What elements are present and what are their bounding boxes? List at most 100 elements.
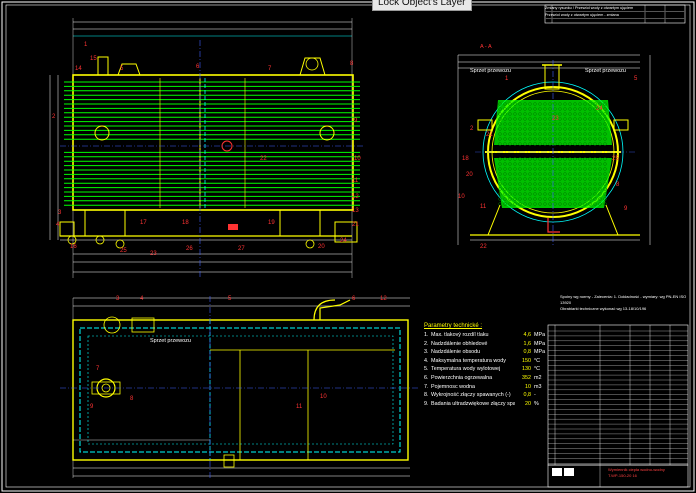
param-number: 8. bbox=[424, 392, 429, 399]
elevation-callout-25: 25 bbox=[120, 248, 127, 254]
elevation-callout-16: 16 bbox=[70, 244, 77, 250]
param-value: 4,6 bbox=[523, 332, 532, 338]
section-callout-8: 8 bbox=[616, 182, 620, 188]
param-label: Nadzdálenie obsodu bbox=[431, 349, 481, 356]
param-label: Wykrojność złączy spawanych (-) bbox=[431, 392, 511, 399]
elevation-callout-26: 26 bbox=[186, 246, 193, 252]
zone-label: Sprzet przewozu bbox=[150, 338, 191, 344]
param-unit: m2 bbox=[534, 374, 542, 381]
elevation-callout-6: 6 bbox=[196, 64, 200, 70]
plan-callout-11: 11 bbox=[296, 404, 303, 410]
elevation-callout-2: 2 bbox=[52, 114, 56, 120]
elevation-callout-17: 17 bbox=[140, 220, 147, 226]
param-unit: MPa bbox=[534, 340, 546, 347]
plan-callout-3: 3 bbox=[116, 296, 120, 302]
plan-callout-6: 6 bbox=[352, 296, 356, 302]
section-callout-11: 11 bbox=[480, 204, 487, 210]
elevation-view[interactable] bbox=[49, 18, 365, 278]
elevation-callout-24: 24 bbox=[340, 238, 347, 244]
elevation-callout-10: 10 bbox=[354, 156, 361, 162]
param-number: 6. bbox=[424, 374, 429, 381]
param-number: 1. bbox=[424, 332, 429, 338]
plan-callout-7: 7 bbox=[96, 366, 100, 372]
elevation-callout-18: 18 bbox=[182, 220, 189, 226]
section-aa-title: A - A bbox=[480, 44, 492, 50]
param-value: 0,8 bbox=[523, 392, 532, 399]
elevation-callout-3: 3 bbox=[58, 210, 62, 216]
section-callout-10: 10 bbox=[458, 194, 465, 200]
param-row: 9.Badania ultradzwiękowe złączy spaw.20% bbox=[424, 400, 550, 409]
plan-callout-4: 4 bbox=[140, 296, 144, 302]
param-unit: MPa bbox=[534, 332, 546, 338]
parts-list-table[interactable] bbox=[547, 324, 689, 466]
drawing-name: Wymiennik ciepła wodno-wodny bbox=[608, 467, 665, 472]
elevation-callout-14: 14 bbox=[75, 66, 82, 72]
elevation-callout-9: 9 bbox=[354, 118, 358, 124]
title-block-bottom bbox=[547, 464, 689, 488]
param-value: 0,8 bbox=[523, 349, 532, 356]
zone-label: Sprzet przewozu bbox=[585, 68, 626, 74]
zone-label: Sprzet przewozu bbox=[470, 68, 511, 74]
elevation-callout-20: 20 bbox=[318, 244, 325, 250]
plan-callout-12: 12 bbox=[380, 296, 387, 302]
section-callout-9: 9 bbox=[624, 206, 628, 212]
param-number: 4. bbox=[424, 357, 429, 364]
section-callout-22: 22 bbox=[480, 244, 487, 250]
params-title: Parametry technické : bbox=[424, 323, 483, 329]
revision-table bbox=[544, 4, 686, 24]
section-callout-1: 1 bbox=[505, 76, 509, 82]
drawing-notes: Spoiny wg normy - Zalecenia: 1. Dokładno… bbox=[560, 294, 696, 312]
param-number: 7. bbox=[424, 383, 429, 390]
param-value: 20 bbox=[525, 400, 531, 407]
revision-row: Przewód wody z otwartym ujęciem - zmiana bbox=[545, 12, 685, 19]
elevation-callout-27: 27 bbox=[238, 246, 245, 252]
param-unit: - bbox=[534, 392, 536, 399]
param-label: Max. tlakový rozdíl tlaku bbox=[431, 332, 489, 338]
param-unit: °C bbox=[534, 357, 541, 364]
param-value: 130 bbox=[522, 366, 531, 373]
elevation-callout-7: 7 bbox=[268, 66, 272, 72]
param-value: 150 bbox=[522, 357, 531, 364]
param-unit: m3 bbox=[534, 383, 542, 390]
elevation-callout-12: 12 bbox=[352, 194, 359, 200]
revision-text: Zmiany rysunku / Przewód wody z otwartym… bbox=[545, 5, 685, 19]
drawing-number: T.WP-150-20 16 bbox=[608, 473, 637, 478]
elevation-callout-5: 5 bbox=[120, 66, 124, 72]
elevation-callout-19: 19 bbox=[268, 220, 275, 226]
tube-holes bbox=[498, 102, 607, 206]
elevation-callout-13: 13 bbox=[352, 208, 359, 214]
note-line: Spoiny wg normy - Zalecenia: 1. Dokładno… bbox=[560, 294, 687, 305]
param-number: 5. bbox=[424, 366, 429, 373]
section-callout-23: 23 bbox=[552, 116, 559, 122]
title-box-text: Wymiennik ciepła wodno-wodny T.WP-150-20… bbox=[608, 467, 665, 479]
revision-row: Zmiany rysunku / Przewód wody z otwartym… bbox=[545, 5, 685, 12]
param-number: 9. bbox=[424, 400, 429, 407]
plan-view[interactable] bbox=[60, 296, 420, 480]
section-callout-24: 24 bbox=[596, 106, 603, 112]
param-value: 352 bbox=[522, 374, 531, 381]
param-label: Badania ultradzwiękowe złączy spaw. bbox=[431, 400, 515, 407]
section-callout-25: 25 bbox=[612, 156, 619, 162]
plan-callout-9: 9 bbox=[90, 404, 94, 410]
param-number: 2. bbox=[424, 340, 429, 347]
elevation-callout-22: 22 bbox=[260, 156, 267, 162]
elevation-callout-1: 1 bbox=[84, 42, 88, 48]
param-value: 1,6 bbox=[523, 340, 532, 347]
section-callout-21: 21 bbox=[486, 132, 493, 138]
note-line: Obrabiarki techniczne wykonać wg 13-18/1… bbox=[560, 306, 647, 311]
plan-callout-10: 10 bbox=[320, 394, 327, 400]
param-label: Temperatura wody wylotowej bbox=[431, 366, 501, 373]
param-number: 3. bbox=[424, 349, 429, 356]
elevation-callout-4: 4 bbox=[56, 222, 60, 228]
elevation-callout-8: 8 bbox=[350, 61, 354, 67]
technical-parameters: Parametry technické : 1.Max. tlakový roz… bbox=[424, 322, 550, 408]
section-aa-view[interactable] bbox=[457, 54, 651, 245]
